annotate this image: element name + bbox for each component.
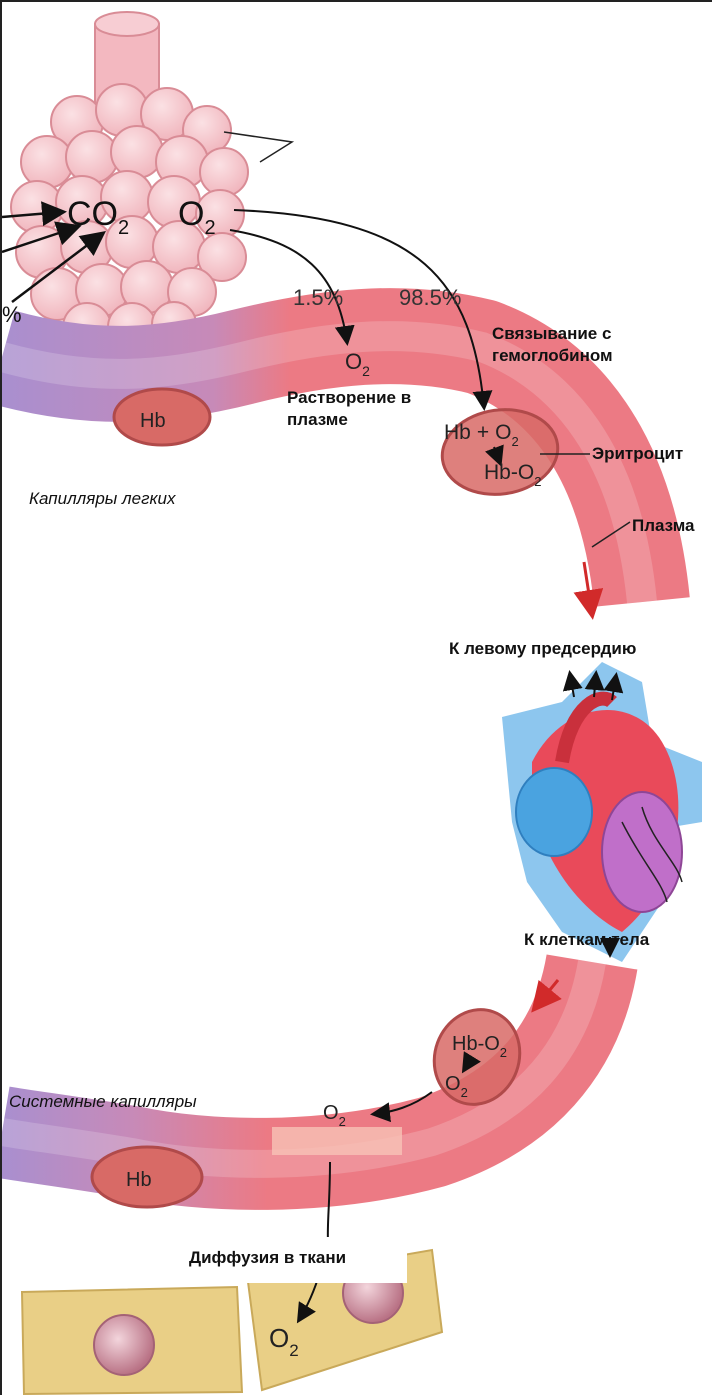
rbc-hb-systemic-label: Hb (126, 1169, 152, 1191)
rbc-hb-lung-label: Hb (140, 410, 166, 432)
heart-illustration (502, 662, 702, 962)
pct-left-fragment: % (2, 302, 22, 327)
to-body-cells-label: К клеткам тела (524, 929, 649, 951)
lung-capillaries-label: Капилляры легких (29, 489, 175, 509)
plasma-label: Плазма (632, 515, 695, 537)
pct-hemoglobin: 98.5% (399, 285, 461, 310)
systemic-capillaries-label: Системные капилляры (9, 1092, 197, 1112)
dissolution-label: Растворение в плазме (287, 387, 447, 431)
vessel-patch (272, 1127, 402, 1155)
binding-label: Связывание с гемоглобином (492, 323, 652, 367)
tissue-diffusion-label: Диффузия в ткани (189, 1247, 346, 1269)
erythrocyte-label: Эритроцит (592, 443, 683, 465)
to-left-atrium-label: К левому предсердию (449, 638, 636, 660)
pct-plasma: 1.5% (293, 285, 343, 310)
